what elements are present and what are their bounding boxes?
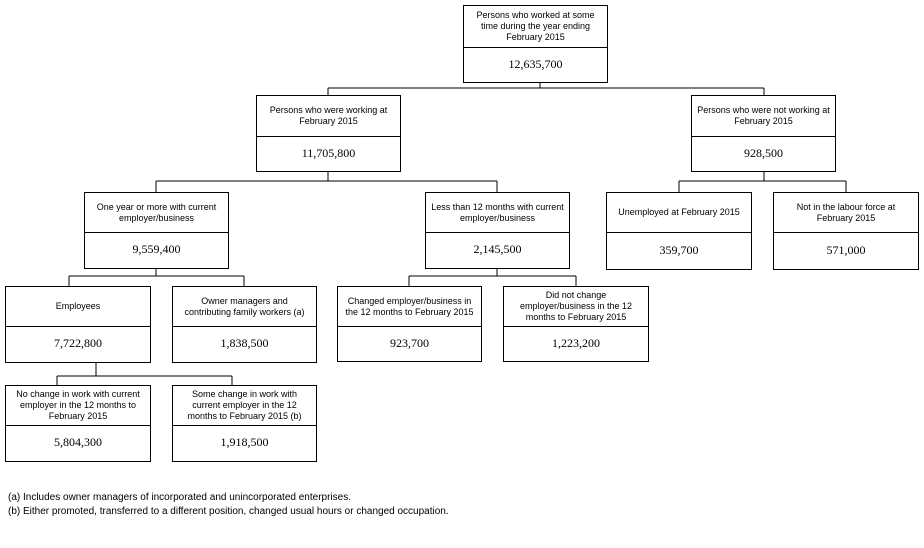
node-not-working-value: 928,500 [744,145,783,160]
node-changed-employer-label: Changed employer/business in the 12 mont… [338,287,481,327]
node-not-working: Persons who were not working at February… [691,95,836,172]
node-owner-managers: Owner managers and contributing family w… [172,286,317,363]
node-working-value: 11,705,800 [301,145,356,160]
node-unemployed-label: Unemployed at February 2015 [607,193,751,233]
node-less-12m: Less than 12 months with current employe… [425,192,570,269]
node-changed-employer-value: 923,700 [390,335,429,350]
footnote-b: (b) Either promoted, transferred to a di… [8,506,449,517]
footnote-a: (a) Includes owner managers of incorpora… [8,492,351,503]
node-employees-label: Employees [6,287,150,327]
node-changed-employer: Changed employer/business in the 12 mont… [337,286,482,362]
node-unemployed-value: 359,700 [659,242,699,257]
node-total-label: Persons who worked at some time during t… [464,6,607,48]
node-less-12m-value: 2,145,500 [473,242,522,256]
node-total: Persons who worked at some time during t… [463,5,608,83]
node-one-year-plus: One year or more with current employer/b… [84,192,229,269]
node-working: Persons who were working at February 201… [256,95,401,172]
node-unemployed: Unemployed at February 2015 359,700 [606,192,752,270]
node-owner-managers-label: Owner managers and contributing family w… [173,287,316,327]
node-not-in-labour-force-value: 571,000 [826,242,866,257]
node-some-change-work-value: 1,918,500 [220,435,269,449]
node-no-change-work-label: No change in work with current employer … [6,386,150,426]
node-not-changed-employer-value: 1,223,200 [552,335,600,350]
node-not-in-labour-force: Not in the labour force at February 2015… [773,192,919,270]
node-one-year-plus-value: 9,559,400 [132,242,181,256]
node-working-label: Persons who were working at February 201… [257,96,400,137]
node-owner-managers-value: 1,838,500 [220,336,269,350]
node-not-changed-employer-label: Did not change employer/business in the … [504,287,648,327]
node-not-working-label: Persons who were not working at February… [692,96,835,137]
node-some-change-work-label: Some change in work with current employe… [173,386,316,426]
node-not-in-labour-force-label: Not in the labour force at February 2015 [774,193,918,233]
node-employees-value: 7,722,800 [54,336,102,350]
node-not-changed-employer: Did not change employer/business in the … [503,286,649,362]
node-total-value: 12,635,700 [508,56,563,71]
node-one-year-plus-label: One year or more with current employer/b… [85,193,228,233]
node-less-12m-label: Less than 12 months with current employe… [426,193,569,233]
node-no-change-work: No change in work with current employer … [5,385,151,462]
node-some-change-work: Some change in work with current employe… [172,385,317,462]
node-no-change-work-value: 5,804,300 [54,435,102,449]
node-employees: Employees 7,722,800 [5,286,151,363]
